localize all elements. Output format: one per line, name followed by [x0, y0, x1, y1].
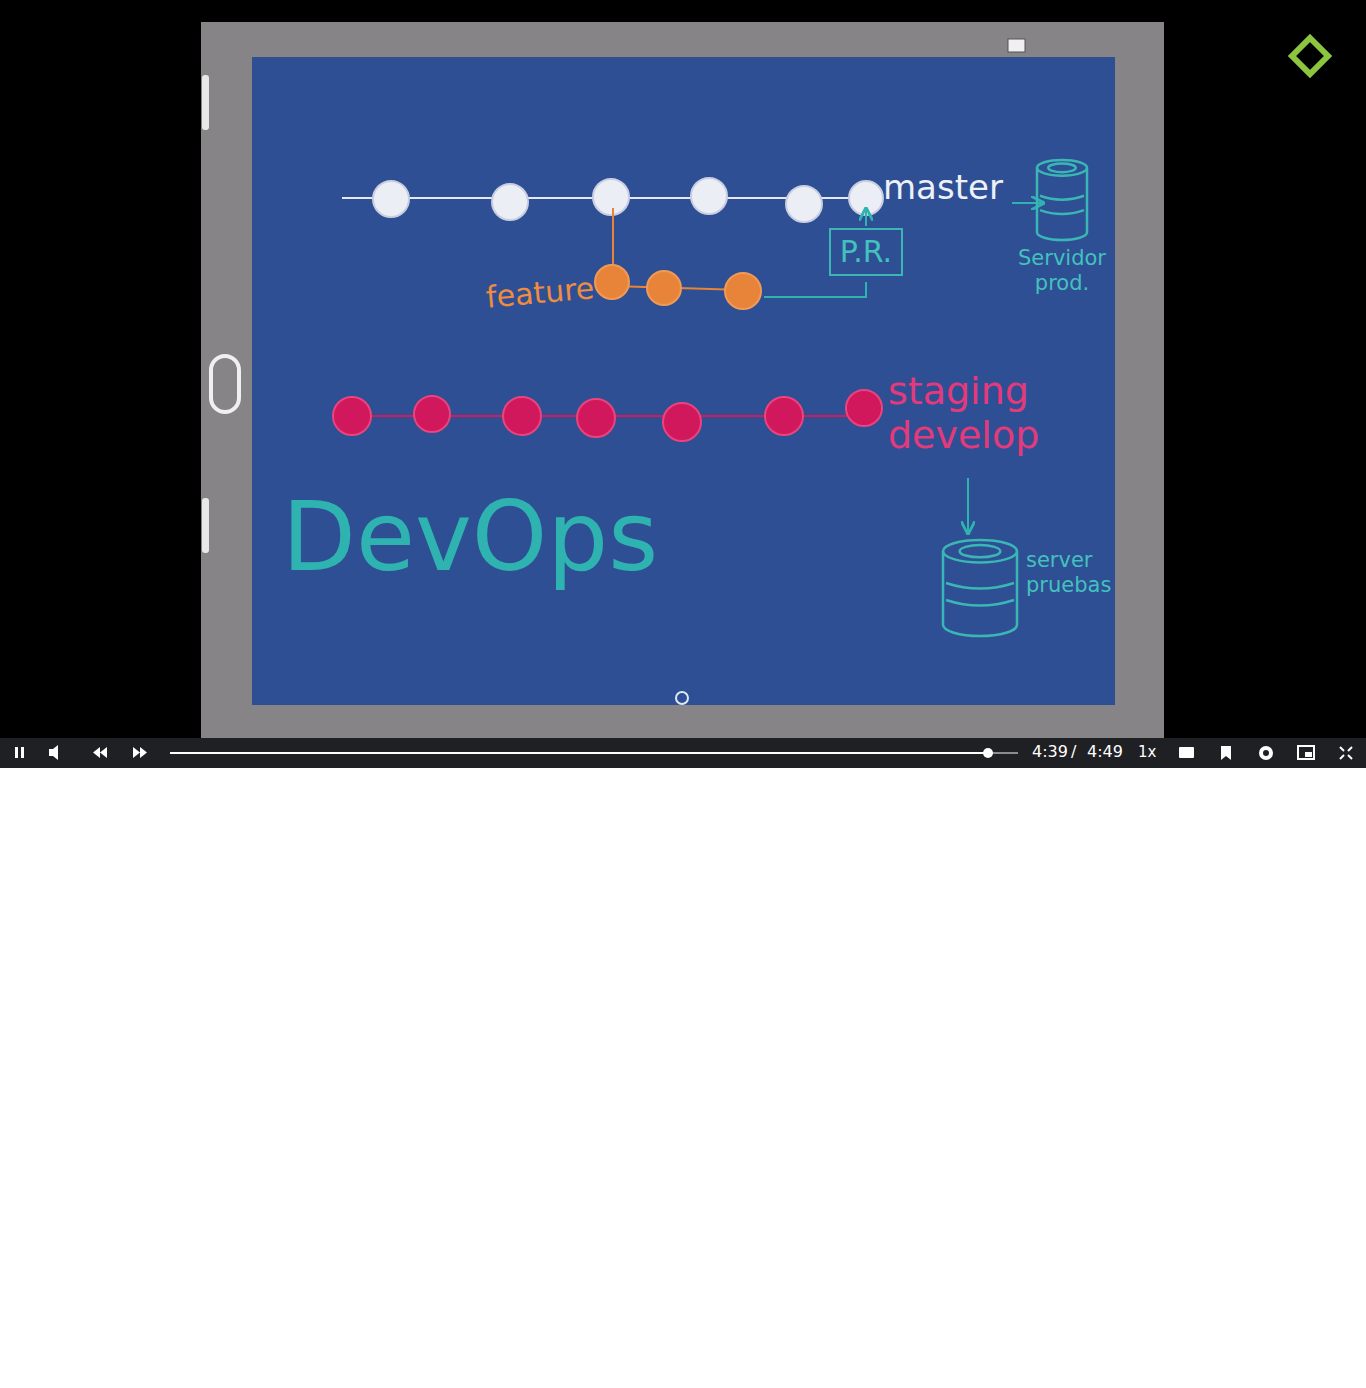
whiteboard [252, 57, 1115, 705]
cylinder-top-inner [1048, 164, 1076, 173]
cylinder-outline [1034, 158, 1090, 242]
cylinder-strokes [1037, 160, 1087, 240]
bookmark-icon [1221, 746, 1231, 760]
subtitles-icon [1179, 747, 1194, 758]
commit [414, 396, 450, 432]
board-icon [676, 692, 688, 704]
tablet-frame [201, 22, 1164, 745]
commit [333, 397, 371, 435]
server-label: Servidor prod. [1008, 246, 1116, 296]
commit [691, 178, 727, 214]
progress-knob [983, 748, 993, 758]
volume-icon [49, 745, 58, 760]
commit [849, 181, 883, 215]
commit [725, 273, 761, 309]
progress-fill [170, 752, 988, 754]
commit [786, 186, 822, 222]
frame-button [211, 356, 239, 412]
settings-icon [1263, 750, 1269, 756]
server-cylinder: Servidor prod. [1008, 158, 1116, 296]
cylinder-band [1040, 210, 1084, 214]
deploy-arrow [967, 478, 969, 532]
cylinder-top [1037, 160, 1087, 176]
cylinder-body [1037, 168, 1087, 240]
commit-group [373, 178, 883, 222]
commit [765, 397, 803, 435]
frame-icon [1008, 39, 1025, 52]
box-label: P.R. [840, 234, 892, 270]
heading-text: DevOps [282, 482, 658, 592]
cylinder-top-inner [960, 545, 1001, 557]
merge-arrow [865, 210, 867, 226]
frame-handle [202, 75, 209, 130]
cylinder-band [1040, 196, 1084, 200]
rewind-icon [93, 747, 107, 758]
logo [1292, 38, 1328, 74]
commit [577, 399, 615, 437]
merge-line [764, 282, 866, 297]
commit-group [595, 265, 761, 309]
cylinder-band [946, 583, 1014, 589]
commit [595, 265, 629, 299]
progress-track [170, 752, 1018, 754]
settings-icon [1259, 746, 1273, 760]
control-bar [0, 738, 1366, 768]
pull-request-box: P.R. [829, 228, 903, 276]
exit-fullscreen-icon [1340, 747, 1352, 759]
time-total: 4:49 [1087, 743, 1123, 761]
commit-group [333, 390, 882, 441]
server-cylinder: server pruebas [940, 538, 1122, 638]
commit [492, 184, 528, 220]
cylinder-top [943, 540, 1017, 562]
commit [373, 181, 409, 217]
speed-label: 1x [1138, 744, 1156, 761]
cylinder-band [946, 600, 1014, 606]
cylinder-outline [940, 538, 1020, 638]
commit [663, 403, 701, 441]
cylinder-body [943, 551, 1017, 636]
pause-icon [21, 747, 24, 758]
time-separator: / [1071, 743, 1076, 761]
pip-icon [1298, 746, 1314, 759]
pause-icon [15, 747, 18, 758]
server-label: server pruebas [1026, 548, 1122, 598]
forward-icon [133, 747, 147, 758]
frame-handle [202, 498, 209, 553]
pip-icon [1305, 752, 1312, 757]
commit [593, 179, 629, 215]
branch-label: staging develop [888, 370, 1063, 457]
time-current: 4:39 [1032, 743, 1068, 761]
commit [846, 390, 882, 426]
branch-label: master [883, 168, 1003, 207]
commit [503, 397, 541, 435]
cylinder-strokes [943, 540, 1017, 636]
commit [647, 271, 681, 305]
